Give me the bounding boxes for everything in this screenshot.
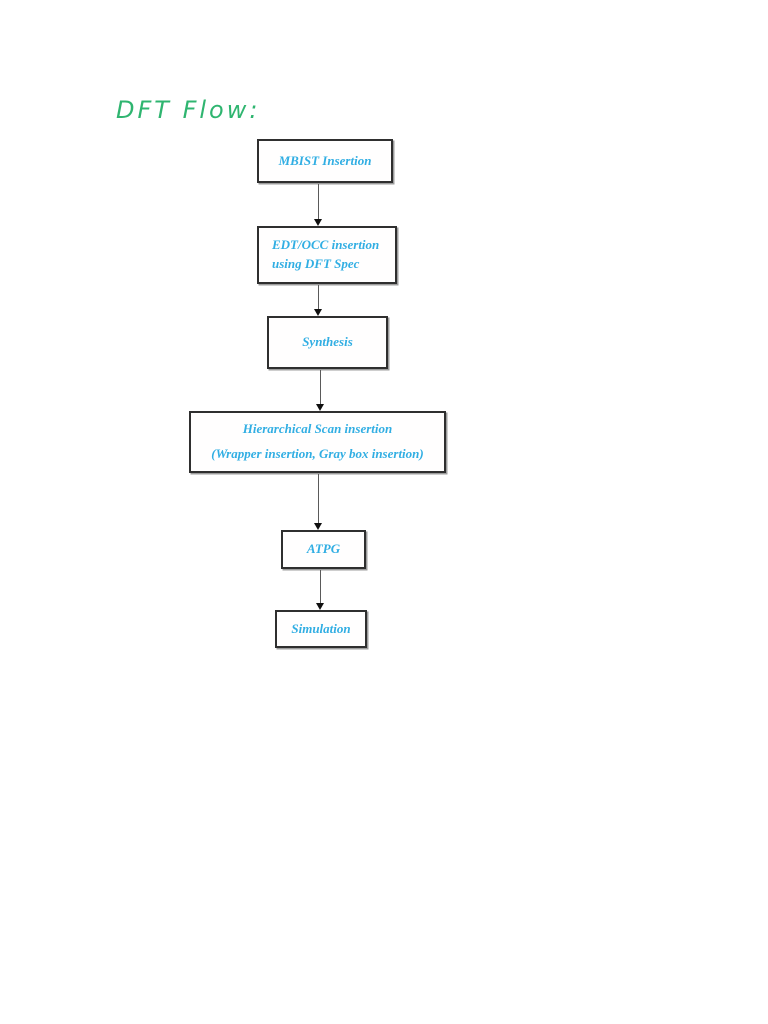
flow-arrow-mbist-to-edtocc: [314, 184, 322, 226]
flow-arrow-synthesis-to-hierscan: [316, 370, 324, 411]
flow-node-edt-occ-insertion: EDT/OCC insertion using DFT Spec: [257, 226, 397, 284]
flow-node-mbist-insertion: MBIST Insertion: [257, 139, 393, 183]
flow-node-synthesis: Synthesis: [267, 316, 388, 369]
flow-arrow-hierscan-to-atpg: [314, 474, 322, 530]
flow-node-atpg: ATPG: [281, 530, 366, 569]
flow-node-hierarchical-scan-insertion: Hierarchical Scan insertion (Wrapper ins…: [189, 411, 446, 473]
page-title: DFT Flow:: [116, 96, 261, 124]
flow-node-simulation: Simulation: [275, 610, 367, 648]
flow-arrow-edtocc-to-synthesis: [314, 285, 322, 316]
flow-arrow-atpg-to-simulation: [316, 570, 324, 610]
